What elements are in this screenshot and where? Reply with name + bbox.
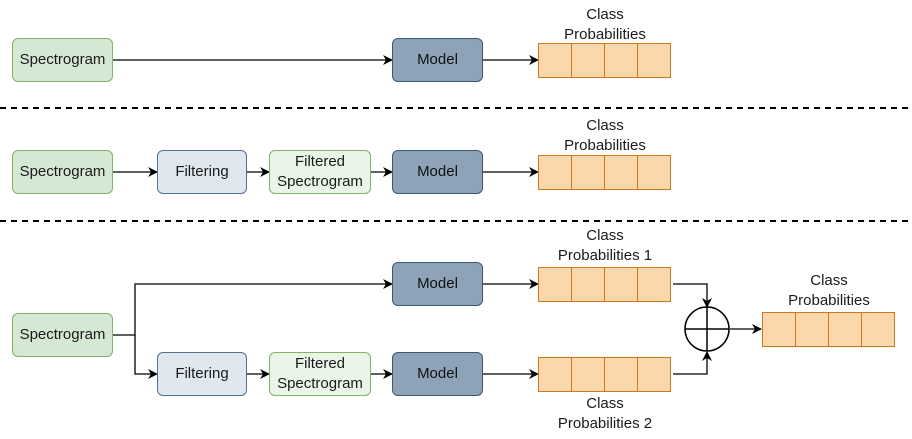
probability-cell	[637, 155, 671, 190]
spectrogram-box-row1: Spectrogram	[12, 38, 113, 82]
probability-cell	[604, 43, 638, 78]
arrow-r3-spec-top-model	[113, 279, 393, 336]
class-probabilities-row1	[538, 43, 671, 78]
probability-cell	[571, 267, 605, 302]
arrow-r3-spec-filter	[134, 335, 158, 379]
arrow-out1-combine	[673, 283, 712, 308]
class-probabilities-2	[538, 357, 671, 392]
filtering-box-row3: Filtering	[157, 352, 247, 396]
model-box-row3-bottom: Model	[392, 352, 483, 396]
probability-cell	[604, 155, 638, 190]
filtering-box-row2: Filtering	[157, 150, 247, 194]
probability-cell	[538, 357, 572, 392]
class-probabilities-1	[538, 267, 671, 302]
probability-cell	[762, 312, 796, 347]
probability-cell	[795, 312, 829, 347]
probability-cell	[637, 357, 671, 392]
spectrogram-box-row2: Spectrogram	[12, 150, 113, 194]
probability-cell	[571, 155, 605, 190]
class-probabilities-row2	[538, 155, 671, 190]
probability-cell	[604, 267, 638, 302]
model-box-row3-top: Model	[392, 262, 483, 306]
probability-cell	[571, 43, 605, 78]
model-box-row1: Model	[392, 38, 483, 82]
probability-cell	[538, 43, 572, 78]
probability-cell	[604, 357, 638, 392]
model-box-row2: Model	[392, 150, 483, 194]
class-probabilities-final	[762, 312, 895, 347]
probability-cell	[828, 312, 862, 347]
probability-cell	[571, 357, 605, 392]
probability-cell	[861, 312, 895, 347]
probability-cell	[637, 267, 671, 302]
probability-cell	[538, 267, 572, 302]
spectrogram-box-row3: Spectrogram	[12, 313, 113, 357]
circle-plus-icon	[684, 306, 730, 352]
arrow-out2-combine	[673, 351, 712, 375]
probability-cell	[538, 155, 572, 190]
probability-cell	[637, 43, 671, 78]
